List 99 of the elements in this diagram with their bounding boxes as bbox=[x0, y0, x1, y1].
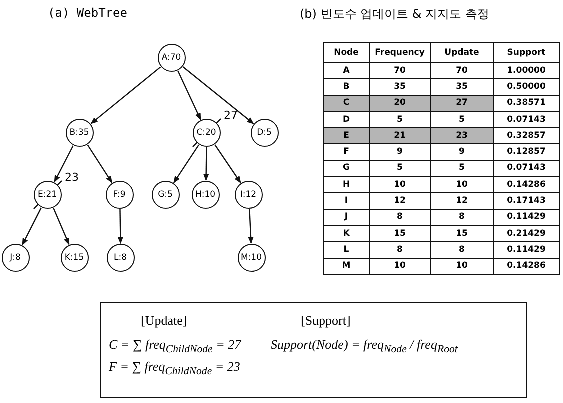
table-cell: 8 bbox=[430, 242, 494, 258]
node-label: G:5 bbox=[158, 190, 173, 200]
table-cell: 27 bbox=[430, 95, 494, 112]
node-label: H:10 bbox=[195, 190, 216, 200]
table-cell: 0.32857 bbox=[494, 128, 560, 144]
table-cell: I bbox=[324, 192, 370, 210]
column-header: Update bbox=[430, 42, 494, 62]
tree-node-circle bbox=[152, 180, 180, 208]
table-cell: 20 bbox=[370, 95, 430, 112]
updated-value: 27 bbox=[224, 109, 238, 122]
table-cell: 15 bbox=[370, 225, 430, 242]
node-label: L:8 bbox=[114, 252, 127, 262]
arrow bbox=[214, 144, 242, 184]
table-cell: 10 bbox=[370, 258, 430, 274]
table-cell: 0.21429 bbox=[494, 225, 560, 242]
table-cell: 0.07143 bbox=[494, 160, 560, 177]
node-label: E:21 bbox=[38, 190, 58, 200]
table-cell: 0.50000 bbox=[494, 78, 560, 96]
tree-node-circle bbox=[106, 180, 134, 208]
tree-node-circle bbox=[158, 44, 186, 72]
node-label: M:10 bbox=[240, 252, 262, 262]
formula-heading: [Update] bbox=[141, 313, 188, 329]
arrow bbox=[53, 208, 70, 246]
node-label: I:12 bbox=[240, 190, 257, 200]
arrow bbox=[248, 209, 254, 244]
table-cell: 0.07143 bbox=[494, 111, 560, 128]
table-cell: 8 bbox=[370, 209, 430, 226]
table-cell: 10 bbox=[430, 258, 494, 274]
column-header: Node bbox=[324, 42, 370, 62]
table-cell: G bbox=[324, 160, 370, 177]
table-cell: 0.14286 bbox=[494, 258, 560, 274]
table-cell: 15 bbox=[430, 225, 494, 242]
table-cell: H bbox=[324, 176, 370, 193]
arrow bbox=[54, 146, 74, 183]
table-cell: B bbox=[324, 78, 370, 96]
arrow bbox=[22, 208, 42, 246]
table-cell: 35 bbox=[370, 78, 430, 96]
node-label: A:70 bbox=[162, 52, 182, 62]
table-cell: 8 bbox=[370, 242, 430, 258]
table-cell: 8 bbox=[430, 209, 494, 226]
table-cell: 9 bbox=[370, 144, 430, 160]
table-cell: 0.11429 bbox=[494, 242, 560, 258]
formula-box bbox=[100, 302, 527, 398]
table-cell: 10 bbox=[430, 176, 494, 193]
panel-title: (b) 빈도수 업데이트 & 지지도 측정 bbox=[300, 6, 490, 23]
arrow bbox=[203, 148, 210, 182]
tree-node-circle bbox=[66, 118, 94, 146]
node-label: C:20 bbox=[196, 128, 216, 138]
arrow bbox=[182, 66, 254, 124]
tree-node-circle bbox=[192, 180, 220, 208]
table-cell: J bbox=[324, 209, 370, 226]
updated-value: 23 bbox=[65, 171, 79, 184]
table-cell: 23 bbox=[430, 128, 494, 144]
column-header: Support bbox=[494, 42, 560, 62]
table-cell: F bbox=[324, 144, 370, 160]
table-cell: 35 bbox=[430, 78, 494, 96]
formula: F = ∑ freq$_{ChildNode}$ = 23 bbox=[109, 359, 240, 378]
column-header: Frequency bbox=[370, 42, 430, 62]
panel-title: (a) WebTree bbox=[48, 6, 128, 20]
tree-node-circle bbox=[238, 244, 266, 272]
tree-node-circle bbox=[60, 244, 88, 272]
formula: C = ∑ freq$_{ChildNode}$ = 27 bbox=[109, 337, 242, 356]
table-cell: 21 bbox=[370, 128, 430, 144]
table-cell: 0.11429 bbox=[494, 209, 560, 226]
node-label: D:5 bbox=[257, 128, 272, 138]
table-cell: 70 bbox=[370, 62, 430, 79]
table-cell: 0.17143 bbox=[494, 192, 560, 210]
formula-heading: [Support] bbox=[301, 313, 351, 329]
tree-node-circle bbox=[2, 244, 30, 272]
node-label: B:35 bbox=[70, 128, 90, 138]
node-label: F:9 bbox=[113, 190, 126, 200]
table-cell: 0.14286 bbox=[494, 176, 560, 193]
table-cell: K bbox=[324, 225, 370, 242]
table-cell: A bbox=[324, 62, 370, 79]
arrow bbox=[87, 144, 113, 184]
table-cell: C bbox=[324, 95, 370, 112]
table-cell: E bbox=[324, 128, 370, 144]
arrow bbox=[174, 144, 200, 184]
arrow bbox=[118, 209, 124, 244]
arrow bbox=[90, 66, 162, 124]
tree-node-circle bbox=[250, 118, 278, 146]
arrow bbox=[178, 70, 202, 120]
table-cell: 5 bbox=[370, 160, 430, 177]
table-cell: 0.38571 bbox=[494, 95, 560, 112]
table-cell: 0.12857 bbox=[494, 144, 560, 160]
table-cell: 5 bbox=[430, 160, 494, 177]
table-cell: 12 bbox=[370, 192, 430, 210]
table-cell: 70 bbox=[430, 62, 494, 79]
table-cell: 12 bbox=[430, 192, 494, 210]
node-label: K:15 bbox=[64, 252, 84, 262]
table-cell: 10 bbox=[370, 176, 430, 193]
node-label: J:8 bbox=[10, 252, 21, 262]
table-cell: 1.00000 bbox=[494, 62, 560, 79]
table-cell: M bbox=[324, 258, 370, 274]
table-cell: 9 bbox=[430, 144, 494, 160]
formula: Support(Node) = freq$_{Node}$ / freq$_{Root}$ bbox=[271, 337, 458, 356]
tree-node-circle bbox=[234, 180, 262, 208]
table-cell: L bbox=[324, 242, 370, 258]
tree-node-circle bbox=[106, 244, 134, 272]
